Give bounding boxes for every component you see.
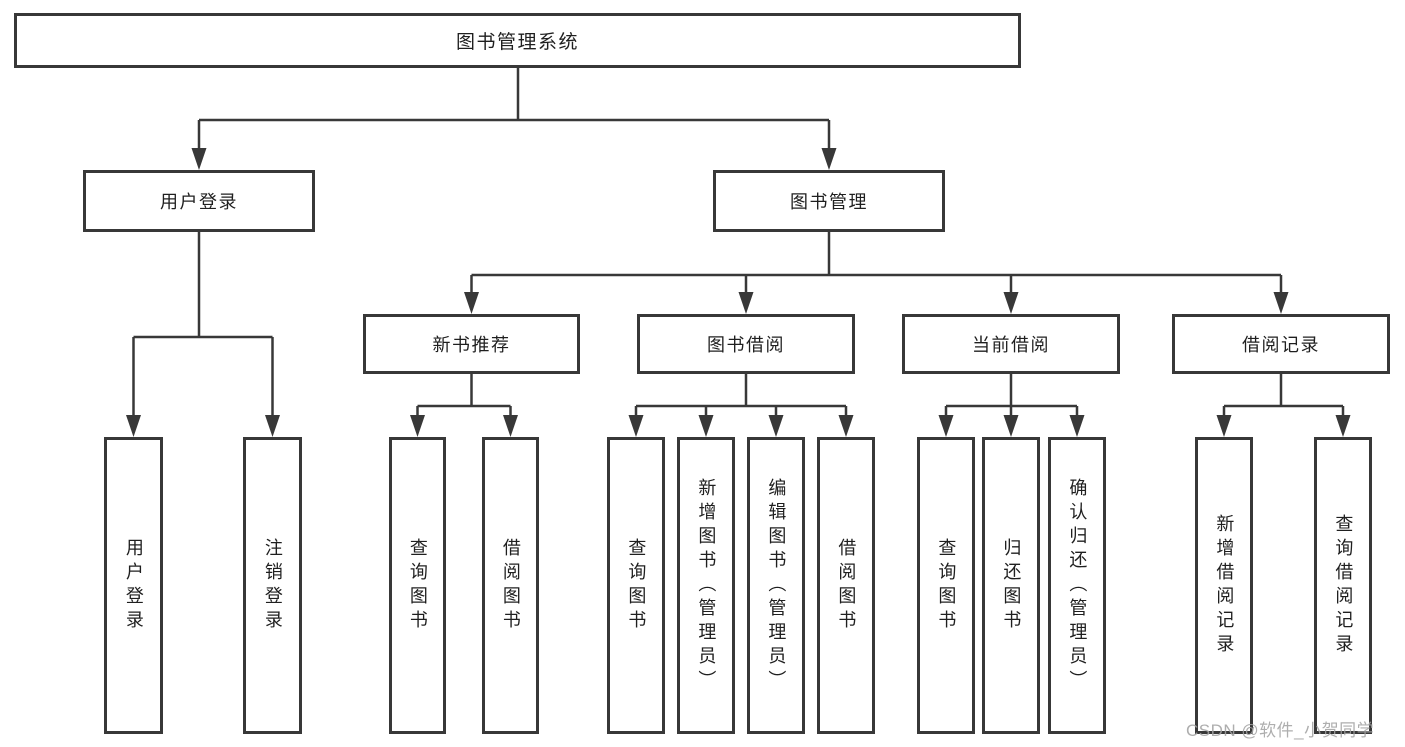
node-current-borrow: 当前借阅 [902,314,1120,374]
leaf-logout: 注销登录 [243,437,302,734]
node-borrow-records: 借阅记录 [1172,314,1390,374]
leaf-label: 查询图书 [626,537,647,634]
node-book-mgmt: 图书管理 [713,170,945,232]
leaf-query-books-borrow: 查询图书 [607,437,665,734]
leaf-label: 编辑图书（管理员） [766,477,787,694]
connector-lines [132,67,1345,419]
leaf-return-books: 归还图书 [982,437,1040,734]
node-root: 图书管理系统 [14,13,1021,68]
leaf-label: 借阅图书 [836,537,857,634]
leaf-edit-books-admin: 编辑图书（管理员） [747,437,805,734]
watermark: CSDN @软件_小贺同学 [1186,721,1375,740]
leaf-query-borrow-record: 查询借阅记录 [1314,437,1372,734]
leaf-borrow-books-recommend: 借阅图书 [482,437,539,734]
node-book-borrow: 图书借阅 [637,314,855,374]
leaf-label: 查询借阅记录 [1333,513,1354,658]
node-new-books: 新书推荐 [363,314,580,374]
leaf-query-books-current: 查询图书 [917,437,975,734]
leaf-label: 新增借阅记录 [1214,513,1235,658]
leaf-label: 查询图书 [936,537,957,634]
leaf-add-books-admin: 新增图书（管理员） [677,437,735,734]
leaf-label: 用户登录 [123,537,144,634]
leaf-label: 借阅图书 [500,537,521,634]
leaf-label: 归还图书 [1001,537,1022,634]
leaf-borrow-books: 借阅图书 [817,437,875,734]
leaf-label: 查询图书 [407,537,428,634]
leaf-user-login: 用户登录 [104,437,163,734]
leaf-label: 注销登录 [262,537,283,634]
leaf-add-borrow-record: 新增借阅记录 [1195,437,1253,734]
leaf-query-books-recommend: 查询图书 [389,437,446,734]
leaf-label: 新增图书（管理员） [696,477,717,694]
leaf-confirm-return-admin: 确认归还（管理员） [1048,437,1106,734]
node-user-login: 用户登录 [83,170,315,232]
leaf-label: 确认归还（管理员） [1067,477,1088,694]
